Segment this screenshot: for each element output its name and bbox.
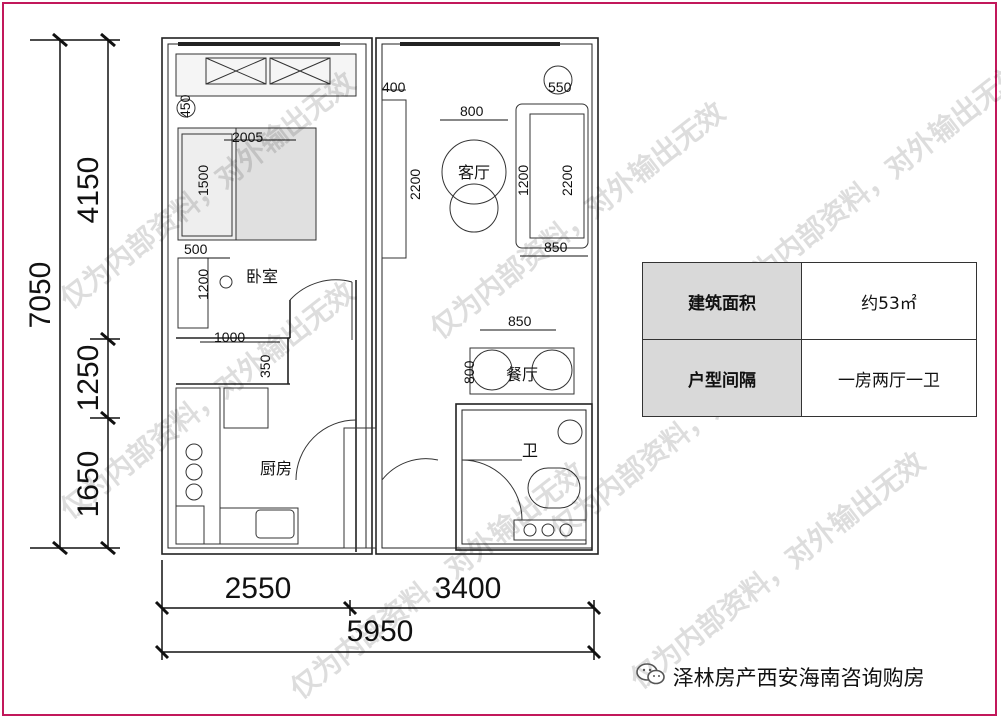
dim-800-dining: 800 [461, 360, 477, 384]
dim-500: 500 [184, 241, 208, 257]
dim-left-total: 7050 [24, 262, 57, 329]
info-key-area: 建筑面积 [642, 262, 802, 340]
dim-bottom-segment-1: 2550 [225, 572, 292, 605]
interior-dim-lines [190, 119, 588, 343]
dim-1000: 1000 [214, 329, 245, 345]
dim-1200-sofa: 1200 [515, 165, 531, 196]
info-table: 建筑面积 约53㎡ 户型间隔 一房两厅一卫 [642, 262, 977, 417]
room-label-bath: 卫 [522, 441, 538, 460]
dim-450: 450 [177, 94, 193, 118]
brand-text: 泽林房产西安海南咨询购房 [672, 666, 925, 690]
watermark-7: 仅为内部资料，对外输出无效 [624, 445, 931, 695]
dim-850-dining: 850 [508, 313, 532, 329]
dim-left-segment-3: 1650 [72, 451, 105, 518]
room-label-living: 客厅 [458, 163, 490, 182]
dim-800-top: 800 [460, 103, 484, 119]
dim-left-segment-2: 1250 [72, 345, 105, 412]
dim-350: 350 [257, 354, 273, 378]
room-label-kitchen: 厨房 [260, 459, 292, 478]
dim-bottom-total: 5950 [347, 615, 414, 648]
table-row: 建筑面积 约53㎡ [642, 262, 977, 340]
dim-1500: 1500 [195, 165, 211, 196]
wechat-icon [636, 663, 666, 691]
dim-2200-right: 2200 [559, 165, 575, 196]
kitchen-furniture [175, 387, 377, 549]
info-key-layout: 户型间隔 [642, 339, 802, 417]
dim-2200-left: 2200 [407, 169, 423, 200]
brand-footer: 泽林房产西安海南咨询购房 [636, 662, 925, 692]
dim-bottom-segment-2: 3400 [435, 572, 502, 605]
living-furniture [381, 65, 589, 481]
watermark-5: 仅为内部资料，对外输出无效 [284, 455, 591, 705]
dim-left-segment-1: 4150 [72, 157, 105, 224]
room-label-bedroom: 卧室 [246, 267, 278, 286]
walls [161, 37, 599, 555]
table-row: 户型间隔 一房两厅一卫 [642, 339, 977, 417]
info-value-area: 约53㎡ [801, 262, 977, 340]
info-value-layout: 一房两厅一卫 [801, 339, 977, 417]
room-label-dining: 餐厅 [506, 365, 538, 384]
bath-furniture [461, 419, 587, 541]
dim-400: 400 [382, 79, 406, 95]
dim-1200-bed: 1200 [195, 269, 211, 300]
dim-550: 550 [548, 79, 572, 95]
bedroom-furniture [175, 53, 357, 340]
dim-2005: 2005 [232, 129, 263, 145]
dim-850-sofa: 850 [544, 239, 568, 255]
bottom-dimensions [154, 560, 602, 660]
dining-furniture [469, 347, 575, 395]
left-dimensions [30, 32, 120, 556]
